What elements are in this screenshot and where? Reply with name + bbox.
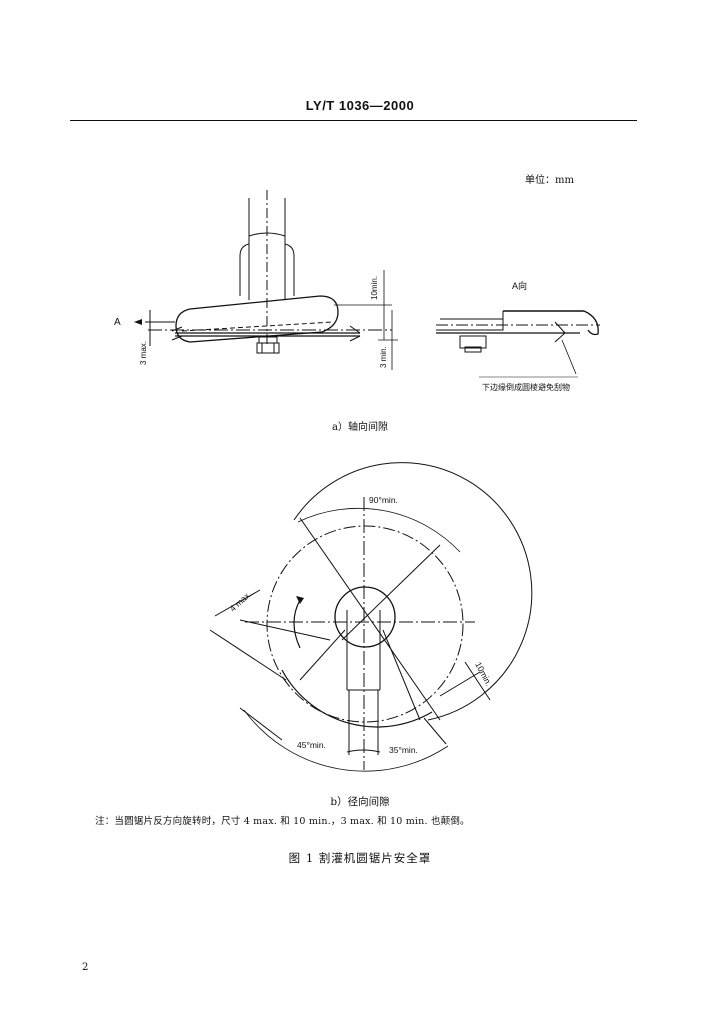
figure-a-side-view — [145, 190, 398, 370]
page-number: 2 — [82, 962, 89, 973]
figure-b-radial-view — [209, 462, 533, 772]
figure-title: 图 1 割灌机圆锯片安全罩 — [288, 851, 432, 865]
dim-3min: 3 min. — [379, 346, 388, 368]
dim-35min: 35°min. — [389, 745, 418, 755]
figure-a-view-A — [436, 310, 600, 378]
header-rule — [70, 120, 637, 121]
dim-45min: 45°min. — [297, 740, 326, 750]
dim-10min-axial: 10min. — [370, 276, 379, 300]
label-A-arrow: A — [114, 317, 121, 328]
edge-note: 下边缘倒成圆棱避免刮物 — [482, 382, 570, 392]
dim-4max: 4 max. — [228, 589, 254, 614]
unit-label: 单位：mm — [525, 175, 574, 186]
label-view-A: A向 — [512, 280, 527, 291]
dim-90min: 90°min. — [369, 495, 398, 505]
caption-b: b）径向间隙 — [330, 796, 390, 808]
document-header: LY/T 1036—2000 — [305, 98, 415, 113]
figure-note: 注：当圆锯片反方向旋转时，尺寸 4 max. 和 10 min.，3 max. … — [95, 816, 470, 827]
dim-3max: 3 max. — [139, 341, 148, 365]
caption-a: a）轴向间隙 — [332, 422, 388, 433]
